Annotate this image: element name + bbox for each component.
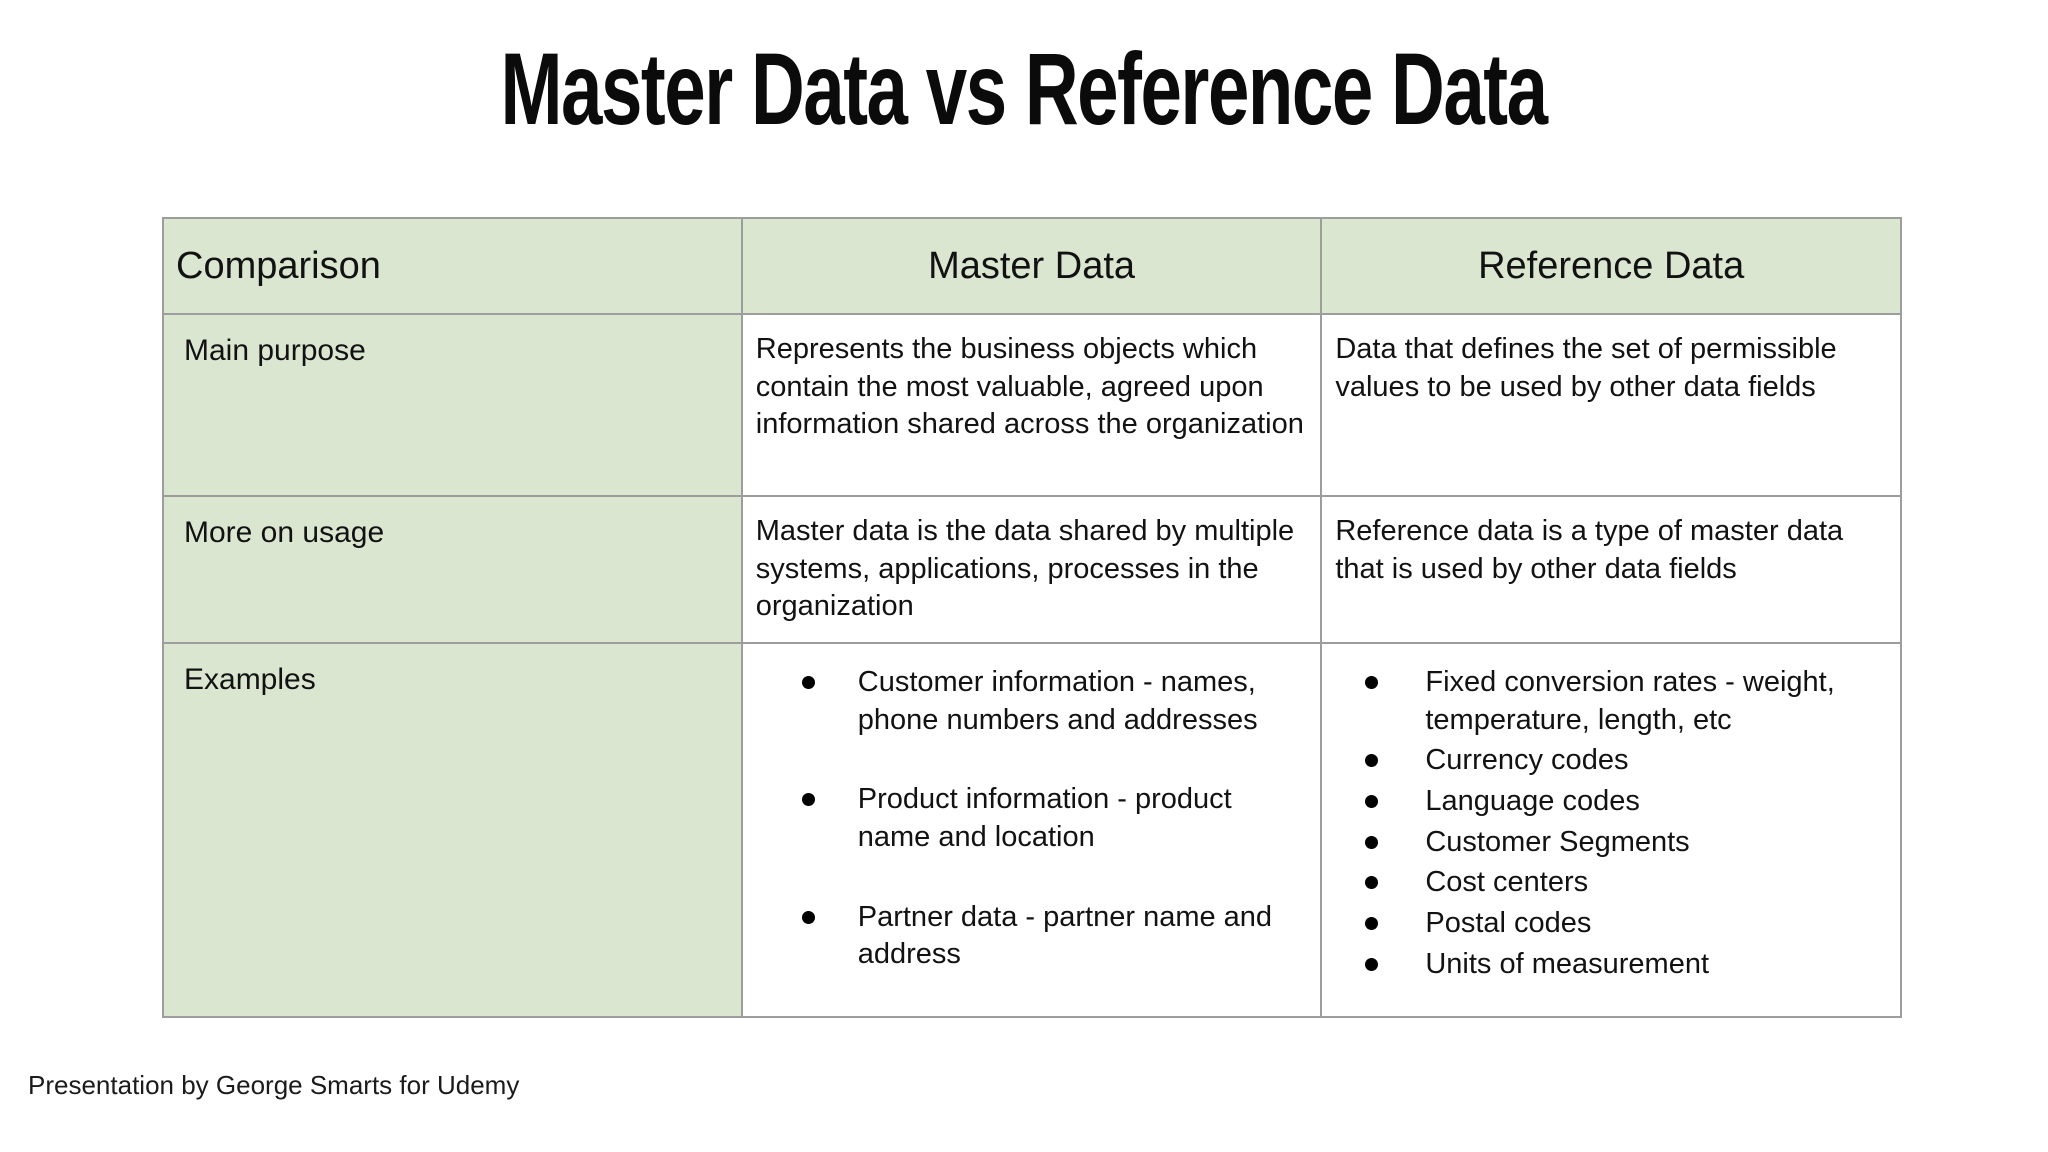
- table-row-more-on-usage: More on usage Master data is the data sh…: [162, 495, 1902, 644]
- master-examples-list: Customer information - names, phone numb…: [756, 664, 1305, 974]
- row-label-main-purpose: Main purpose: [162, 313, 743, 497]
- bullet-item: Product information - product name and l…: [756, 781, 1305, 856]
- bullet-item: Postal codes: [1335, 905, 1884, 943]
- bullet-item: Language codes: [1335, 783, 1884, 821]
- bullet-item: Partner data - partner name and address: [756, 899, 1305, 974]
- cell-usage-master: Master data is the data shared by multip…: [740, 495, 1323, 644]
- bullet-item: Customer information - names, phone numb…: [756, 664, 1305, 739]
- bullet-item: Fixed conversion rates - weight, tempera…: [1335, 664, 1884, 739]
- header-cell-reference-data: Reference Data: [1320, 217, 1902, 315]
- cell-main-purpose-master: Represents the business objects which co…: [740, 313, 1323, 497]
- table-header-row: Comparison Master Data Reference Data: [162, 217, 1902, 315]
- title-container: Master Data vs Reference Data: [0, 34, 2048, 144]
- row-label-examples: Examples: [162, 641, 743, 1019]
- table-row-main-purpose: Main purpose Represents the business obj…: [162, 313, 1902, 497]
- bullet-item: Units of measurement: [1335, 946, 1884, 984]
- table-row-examples: Examples Customer information - names, p…: [162, 641, 1902, 1019]
- bullet-item: Currency codes: [1335, 742, 1884, 780]
- bullet-item: Cost centers: [1335, 864, 1884, 902]
- reference-examples-list: Fixed conversion rates - weight, tempera…: [1335, 664, 1884, 984]
- header-cell-comparison: Comparison: [162, 217, 743, 315]
- bullet-item: Customer Segments: [1335, 824, 1884, 862]
- cell-examples-master: Customer information - names, phone numb…: [740, 641, 1323, 1019]
- row-label-more-on-usage: More on usage: [162, 495, 743, 644]
- cell-examples-reference: Fixed conversion rates - weight, tempera…: [1320, 641, 1902, 1019]
- comparison-table: Comparison Master Data Reference Data Ma…: [162, 217, 1902, 1019]
- footer-credit: Presentation by George Smarts for Udemy: [28, 1070, 520, 1100]
- slide-title: Master Data vs Reference Data: [500, 32, 1549, 146]
- cell-main-purpose-reference: Data that defines the set of permissible…: [1320, 313, 1902, 497]
- cell-usage-reference: Reference data is a type of master data …: [1320, 495, 1902, 644]
- header-cell-master-data: Master Data: [740, 217, 1323, 315]
